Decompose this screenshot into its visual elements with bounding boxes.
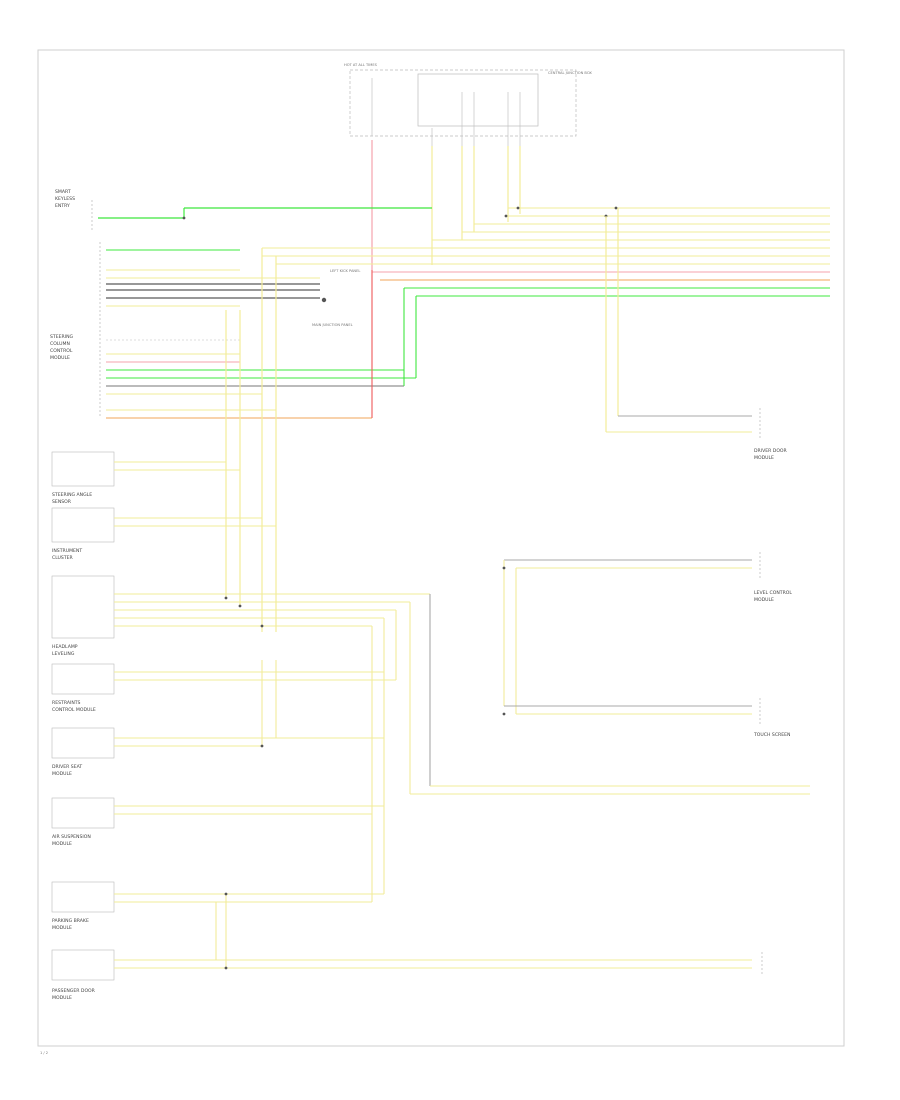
svg-text:DRIVER DOOR: DRIVER DOOR [754,448,788,454]
svg-text:DRIVER SEAT: DRIVER SEAT [52,764,82,770]
svg-text:SENSOR: SENSOR [52,499,72,505]
svg-text:MODULE: MODULE [754,455,774,461]
svg-text:STEERING: STEERING [50,334,74,340]
svg-text:AIR SUSPENSION: AIR SUSPENSION [52,834,91,840]
svg-text:STEERING ANGLE: STEERING ANGLE [52,492,92,498]
component-c8: AIR SUSPENSION MODULE [51,797,384,847]
top-fuse-box-label: HOT AT ALL TIMES [344,63,378,67]
splice-dots [224,566,506,970]
svg-text:CLUSTER: CLUSTER [52,555,74,561]
component-c12: TOUCH SCREEN [504,698,790,738]
svg-text:KEYLESS: KEYLESS [55,196,75,202]
svg-text:CONTROL: CONTROL [50,348,73,354]
svg-text:MODULE: MODULE [52,995,72,1001]
component-c1: SMART KEYLESS ENTRY [55,189,432,230]
page-number: 1 / 2 [40,1051,48,1055]
component-c13: PASSENGER DOOR MODULE [51,949,763,1001]
component-c3: STEERING ANGLE SENSOR [51,451,240,505]
svg-text:MODULE: MODULE [50,355,70,361]
svg-text:RESTRAINTS: RESTRAINTS [52,700,81,706]
svg-text:LEVELING: LEVELING [52,651,75,657]
component-c4: INSTRUMENT CLUSTER [51,507,276,561]
component-c7: DRIVER SEAT MODULE [51,727,384,777]
left-kick-panel: LEFT KICK PANEL MAIN JUNCTION PANEL [312,269,360,327]
component-c11: LEVEL CONTROL MODULE [503,552,792,714]
svg-text:LEVEL CONTROL: LEVEL CONTROL [754,590,792,596]
component-c2: STEERING COLUMN CONTROL MODULE [50,242,417,419]
main-junction-label: MAIN JUNCTION PANEL [312,323,353,327]
svg-text:HEADLAMP: HEADLAMP [52,644,78,650]
right-edge-bus [262,206,830,297]
middle-risers [215,594,431,968]
component-c5: HEADLAMP LEVELING [51,575,430,657]
svg-text:PARKING BRAKE: PARKING BRAKE [52,918,89,924]
vertical-trunks [225,208,619,632]
svg-text:PASSENGER DOOR: PASSENGER DOOR [52,988,96,994]
diagram-frame [37,49,845,1047]
svg-text:INSTRUMENT: INSTRUMENT [52,548,82,554]
top-junction-box: HOT AT ALL TIMES CENTRAL JUNCTION BOX [344,63,592,146]
component-c10: DRIVER DOOR MODULE [606,408,788,461]
svg-text:MODULE: MODULE [52,841,72,847]
svg-text:MODULE: MODULE [52,771,72,777]
svg-text:CONTROL MODULE: CONTROL MODULE [52,707,96,713]
svg-text:COLUMN: COLUMN [50,341,70,347]
svg-text:SMART: SMART [55,189,71,195]
left-kick-panel-label: LEFT KICK PANEL [330,269,360,273]
top-feed-wires [371,140,521,418]
bottom-right-feed [410,785,810,795]
central-junction-label: CENTRAL JUNCTION BOX [548,71,592,75]
svg-text:TOUCH SCREEN: TOUCH SCREEN [753,732,790,738]
component-c9: PARKING BRAKE MODULE [51,881,384,931]
component-c6: RESTRAINTS CONTROL MODULE [51,663,396,713]
svg-text:MODULE: MODULE [754,597,774,603]
svg-text:MODULE: MODULE [52,925,72,931]
svg-text:ENTRY: ENTRY [55,203,70,209]
